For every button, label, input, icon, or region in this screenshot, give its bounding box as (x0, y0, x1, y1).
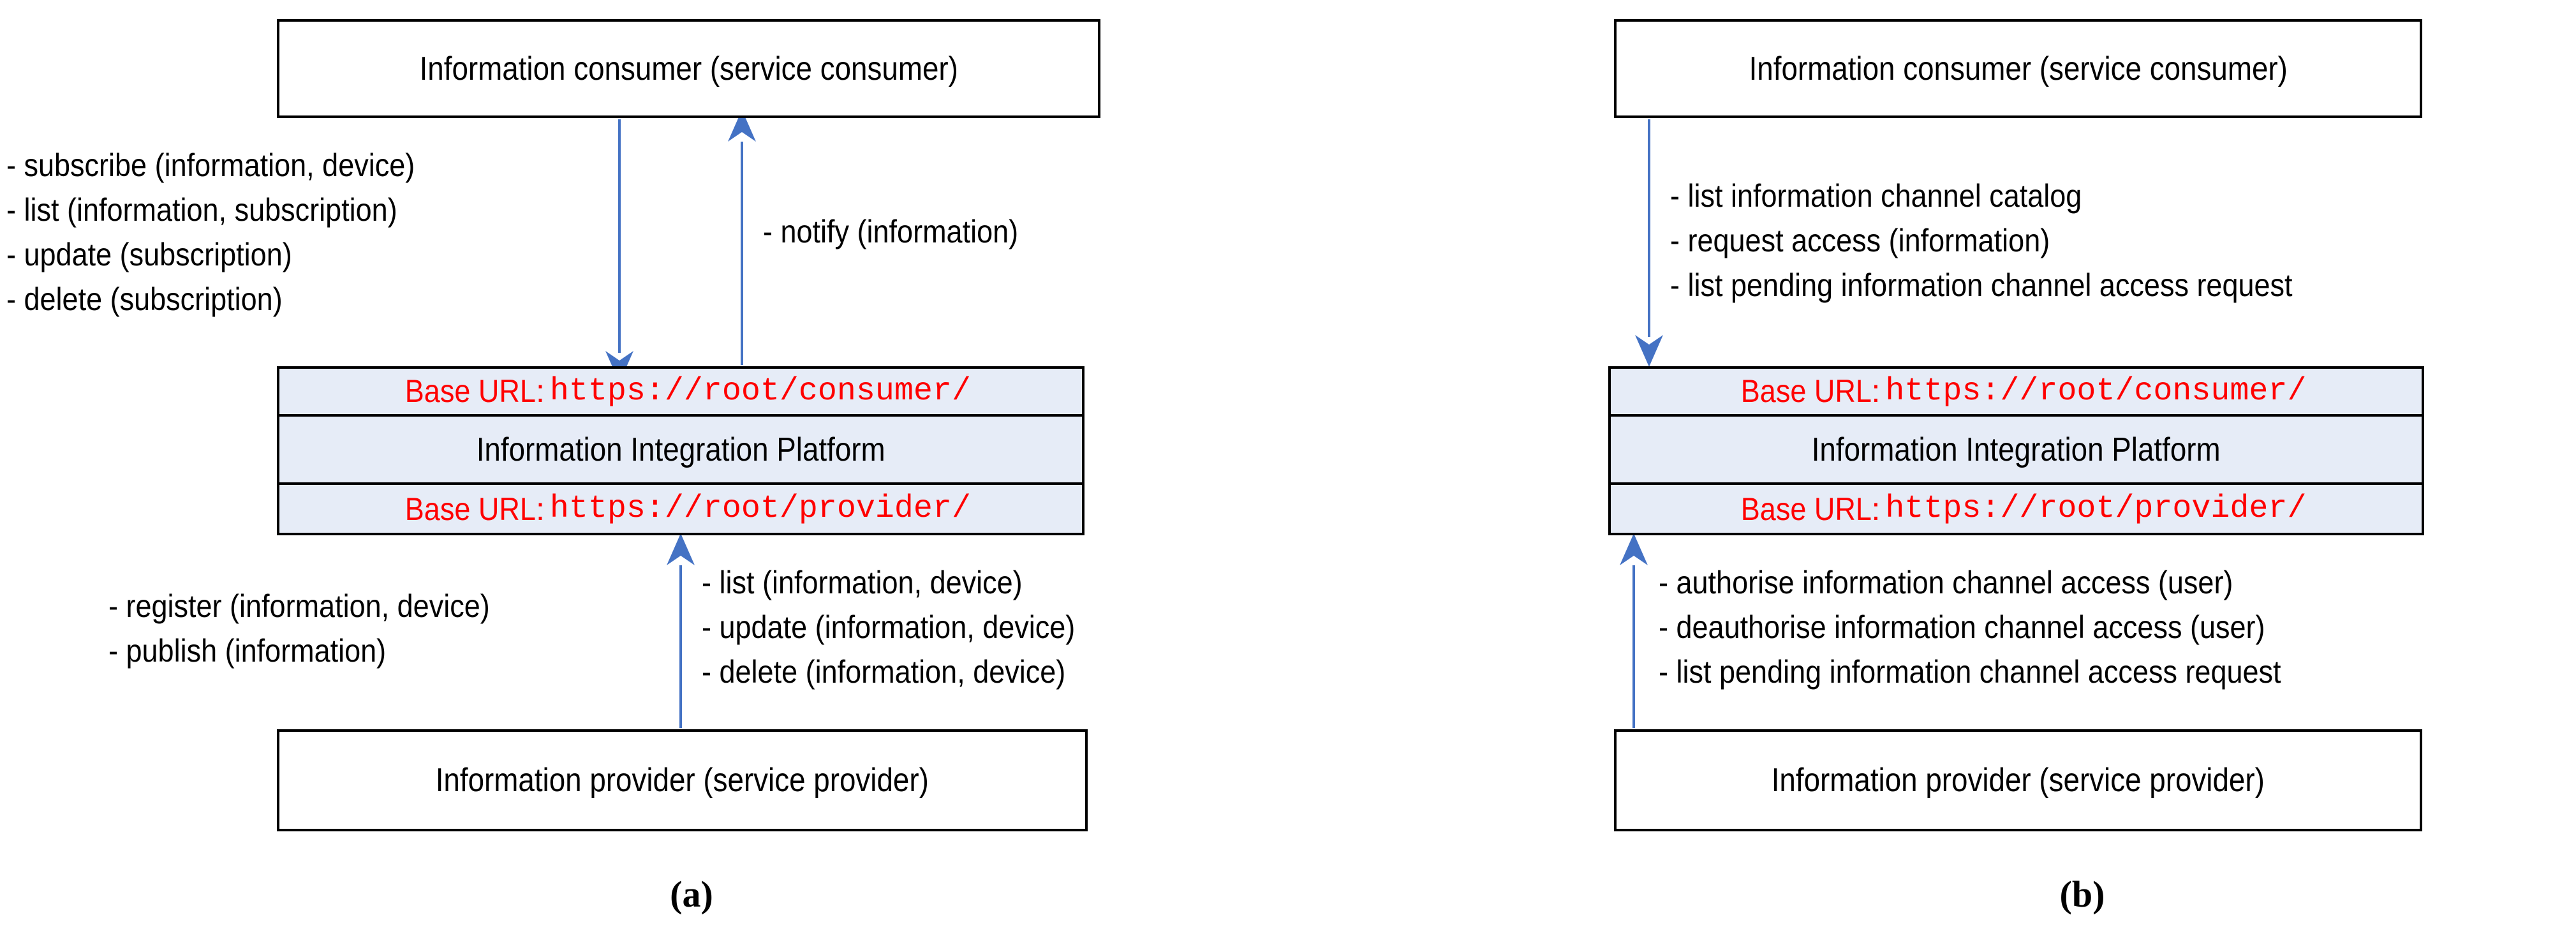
panel-b-consumer-request-ops: - list information channel catalog - req… (1670, 174, 2362, 308)
panel-a-consumer-box: Information consumer (service consumer) (277, 19, 1100, 118)
arrow-a-platform-to-consumer (728, 110, 756, 365)
panel-b-platform-title: Information Integration Platform (1812, 431, 2221, 468)
panel-a-platform-box: Base URL : https://root/consumer/ Inform… (277, 366, 1084, 535)
panel-b-provider-authorisation-ops: - authorise information channel access (… (1659, 560, 2350, 694)
panel-a-provider-base-url-value: https://root/provider/ (549, 491, 971, 528)
arrow-b-consumer-to-platform (1635, 119, 1663, 367)
panel-b-consumer-base-url-separator: : (1871, 373, 1881, 410)
operation-item: - register (information, device) (108, 588, 490, 624)
panel-b-provider-base-url-row: Base URL : https://root/provider/ (1611, 485, 2422, 533)
operation-item: - notify (information) (763, 214, 1019, 249)
panel-a-consumer-base-url-separator: : (535, 373, 545, 410)
panel-b-provider-base-url-separator: : (1871, 491, 1881, 527)
panel-a-provider-base-url-row: Base URL : https://root/provider/ (279, 485, 1082, 533)
panel-b-consumer-box: Information consumer (service consumer) (1614, 19, 2422, 118)
operation-item: - publish (information) (108, 633, 387, 669)
panel-a-provider-manage-ops: - list (information, device) - update (i… (702, 560, 1116, 694)
panel-a-provider-label: Information provider (service provider) (435, 762, 929, 799)
arrow-b-provider-to-platform (1620, 533, 1648, 728)
panel-b-consumer-label: Information consumer (service consumer) (1749, 50, 2288, 87)
panel-a-provider-box: Information provider (service provider) (277, 729, 1088, 831)
panel-a-platform-title: Information Integration Platform (476, 431, 885, 468)
panel-b-provider-base-url-label: Base URL (1740, 491, 1872, 527)
operation-item: - update (information, device) (702, 609, 1076, 645)
panel-a-platform-notify-ops: - notify (information) (763, 209, 1047, 254)
panel-b-provider-label: Information provider (service provider) (1771, 762, 2265, 799)
panel-b-platform-box: Base URL : https://root/consumer/ Inform… (1608, 366, 2424, 535)
operation-item: - request access (information) (1670, 223, 2050, 258)
panel-b-caption: (b) (2059, 873, 2105, 915)
arrow-a-provider-to-platform (667, 533, 695, 728)
panel-a-provider-base-url-separator: : (535, 491, 545, 527)
panel-b-consumer-base-url-label: Base URL (1740, 373, 1872, 410)
panel-b-consumer-base-url-value: https://root/consumer/ (1885, 373, 2307, 410)
operation-item: - list (information, subscription) (6, 192, 397, 228)
panel-a-consumer-request-ops: - subscribe (information, device) - list… (6, 143, 460, 322)
operation-item: - list (information, device) (702, 565, 1023, 600)
panel-b-provider-base-url-value: https://root/provider/ (1885, 491, 2307, 528)
arrow-a-consumer-to-platform (605, 119, 633, 383)
operation-item: - authorise information channel access (… (1659, 565, 2233, 600)
operation-item: - delete (information, device) (702, 654, 1066, 690)
panel-a-consumer-base-url-label: Base URL (404, 373, 536, 410)
operation-item: - subscribe (information, device) (6, 147, 415, 183)
panel-a-platform-title-row: Information Integration Platform (279, 417, 1082, 486)
panel-a-consumer-base-url-row: Base URL : https://root/consumer/ (279, 369, 1082, 417)
panel-a-provider-base-url-label: Base URL (404, 491, 536, 527)
operation-item: - deauthorise information channel access… (1659, 609, 2265, 645)
operation-item: - list pending information channel acces… (1659, 654, 2281, 690)
operation-item: - list information channel catalog (1670, 178, 2082, 214)
panel-b-consumer-base-url-row: Base URL : https://root/consumer/ (1611, 369, 2422, 417)
panel-a-caption: (a) (670, 873, 713, 915)
panel-a-consumer-label: Information consumer (service consumer) (419, 50, 958, 87)
panel-b-provider-box: Information provider (service provider) (1614, 729, 2422, 831)
panel-a-provider-publish-ops: - register (information, device) - publi… (108, 584, 532, 673)
operation-item: - update (subscription) (6, 237, 292, 272)
operation-item: - list pending information channel acces… (1670, 267, 2293, 303)
panel-b-platform-title-row: Information Integration Platform (1611, 417, 2422, 486)
operation-item: - delete (subscription) (6, 281, 283, 317)
panel-a-consumer-base-url-value: https://root/consumer/ (549, 373, 971, 410)
